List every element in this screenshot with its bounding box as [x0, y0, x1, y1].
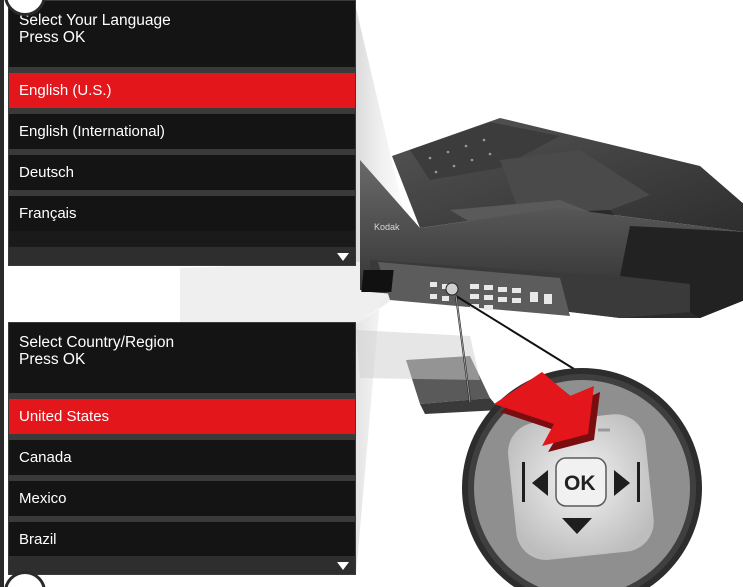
country-panel-footer: [9, 556, 355, 574]
left-edge-rule: [0, 0, 4, 587]
country-option-canada[interactable]: Canada: [9, 434, 355, 475]
nav-right-arrow-icon: [614, 470, 630, 496]
language-panel-header: Select Your Language Press OK: [9, 1, 355, 67]
nav-down-arrow-icon: [562, 518, 592, 534]
language-option-english-international[interactable]: English (International): [9, 108, 355, 149]
country-panel-title: Select Country/Region: [19, 334, 175, 351]
ok-button-shape: [555, 457, 607, 507]
triangle-down-icon[interactable]: [337, 253, 349, 261]
country-option-united-states[interactable]: United States: [9, 393, 355, 434]
language-panel-instruction: Press OK: [19, 29, 86, 46]
language-select-panel: Select Your Language Press OK English (U…: [8, 0, 356, 266]
language-option-francais[interactable]: Français: [9, 190, 355, 231]
language-panel-title: Select Your Language: [19, 12, 171, 29]
language-option-english-us[interactable]: English (U.S.): [9, 67, 355, 108]
country-panel-instruction: Press OK: [19, 351, 86, 368]
printer-brand: Kodak: [374, 222, 400, 232]
printer-body: Kodak: [356, 118, 743, 414]
navigation-pad-magnifier: OK: [455, 295, 702, 587]
country-option-mexico[interactable]: Mexico: [9, 475, 355, 516]
ok-button-label: OK: [564, 472, 596, 495]
triangle-down-icon[interactable]: [337, 562, 349, 570]
country-option-brazil[interactable]: Brazil: [9, 516, 355, 557]
beam-bottom: [356, 282, 420, 575]
red-press-arrow-icon: [494, 372, 600, 452]
language-option-deutsch[interactable]: Deutsch: [9, 149, 355, 190]
nav-left-arrow-icon: [532, 470, 548, 496]
country-select-panel: Select Country/Region Press OK United St…: [8, 322, 356, 575]
country-panel-header: Select Country/Region Press OK: [9, 323, 355, 393]
language-panel-footer: [9, 247, 355, 265]
